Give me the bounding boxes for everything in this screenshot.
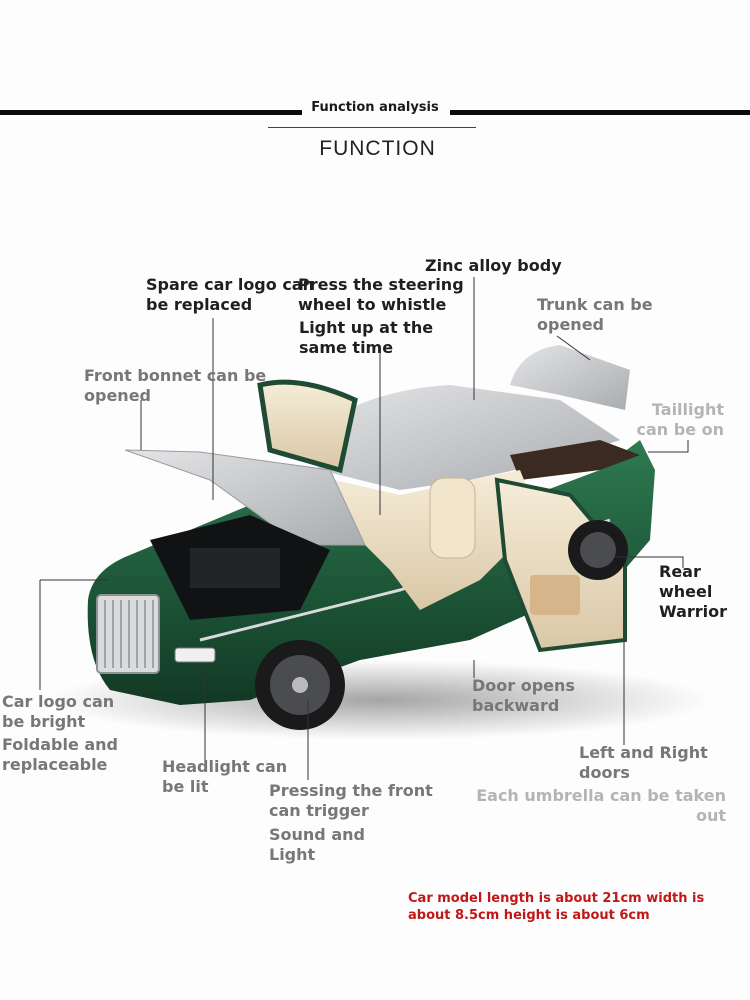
label-trunk: Trunk can be opened bbox=[537, 295, 653, 334]
label-headlight: Headlight can be lit bbox=[162, 757, 288, 796]
label-umbrella: Each umbrella can be taken out bbox=[476, 786, 726, 825]
label-taillight: Taillight can be on bbox=[636, 400, 725, 439]
label-rear-wheel: Rear wheel Warrior bbox=[659, 562, 728, 621]
trunk-lid bbox=[510, 345, 630, 410]
label-left-right-doors: Left and Right doors bbox=[579, 743, 708, 782]
dimension-note: Car model length is about 21cm width is … bbox=[408, 891, 705, 923]
grille-bars bbox=[104, 600, 154, 668]
seat bbox=[429, 477, 476, 559]
front-grille bbox=[96, 594, 160, 674]
label-sound-light: Sound and Light bbox=[269, 825, 365, 864]
front-bonnet bbox=[124, 449, 366, 546]
header-title: FUNCTION bbox=[319, 137, 436, 160]
label-zinc-alloy: Zinc alloy body bbox=[425, 256, 562, 275]
rear-window bbox=[510, 440, 640, 480]
label-light-up: Light up at the same time bbox=[299, 318, 434, 357]
header-line-left bbox=[0, 110, 302, 115]
label-front-bonnet: Front bonnet can be opened bbox=[84, 366, 267, 405]
label-steering-whistle: Press the steering wheel to whistle bbox=[298, 275, 464, 314]
label-spare-logo: Spare car logo can be replaced bbox=[146, 275, 314, 314]
header-line-right bbox=[450, 110, 750, 115]
car-interior bbox=[290, 470, 540, 610]
label-foldable: Foldable and replaceable bbox=[2, 735, 119, 774]
engine bbox=[190, 548, 280, 588]
front-wheel bbox=[255, 640, 345, 730]
rear-wheel bbox=[568, 520, 628, 580]
label-door-backward: Door opens backward bbox=[472, 676, 575, 715]
door-panel bbox=[530, 575, 580, 615]
front-door bbox=[257, 379, 358, 474]
headlight bbox=[174, 647, 216, 663]
header-subtitle: Function analysis bbox=[311, 100, 439, 115]
callout-lines bbox=[39, 277, 689, 780]
label-logo-bright: Car logo can be bright bbox=[2, 692, 115, 731]
header-underline bbox=[268, 127, 476, 128]
label-press-front: Pressing the front can trigger bbox=[269, 781, 433, 820]
